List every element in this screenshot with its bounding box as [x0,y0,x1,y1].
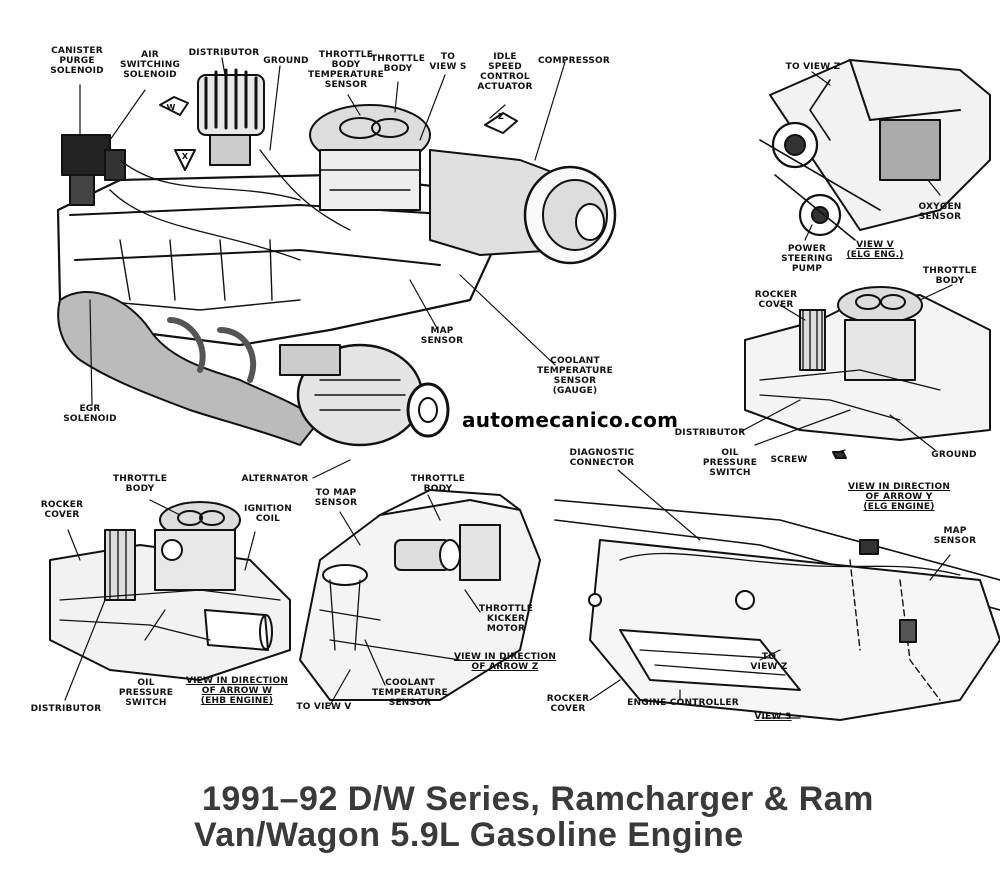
label-throttle-kicker-motor: THROTTLE KICKER MOTOR [478,604,534,634]
label-to-map-sensor: TO MAP SENSOR [314,488,358,508]
arrow-x-marker: X [181,152,189,161]
canister-purge-solenoid-part [61,134,111,176]
label-to-view-z-v: TO VIEW Z [785,62,841,72]
label-coolant-temp-sensor-gauge: COOLANT TEMPERATURE SENSOR (GAUGE) [537,356,613,396]
label-oil-pressure-switch-y: OIL PRESSURE SWITCH [702,448,758,478]
label-idle-speed-control-actuator: IDLE SPEED CONTROL ACTUATOR [477,52,533,92]
label-distributor-w: DISTRIBUTOR [30,704,102,714]
label-oxygen-sensor: OXYGEN SENSOR [918,202,962,222]
label-canister-purge-solenoid: CANISTER PURGE SOLENOID [50,46,104,76]
label-throttle-body-z: THROTTLE BODY [410,474,466,494]
label-screw: SCREW [770,455,808,465]
label-view-v-title: VIEW V (ELG ENG.) [846,240,904,260]
exhaust-manifold [57,290,321,446]
label-rocker-cover-s: ROCKER COVER [546,694,590,714]
label-diagnostic-connector: DIAGNOSTIC CONNECTOR [569,448,635,468]
main-engine-view [56,57,617,479]
distributor-cap [197,74,265,136]
label-ground-main: GROUND [263,56,309,66]
watermark-text: automecanico.com [462,408,679,432]
label-throttle-body-w: THROTTLE BODY [112,474,168,494]
label-power-steering-pump: POWER STEERING PUMP [781,244,833,274]
engine-controller-part [619,629,801,691]
view-z-illustration [299,489,541,706]
label-view-w-title: VIEW IN DIRECTION OF ARROW W (EHB ENGINE… [185,676,289,706]
view-v-illustration [759,59,991,241]
label-air-switching-solenoid: AIR SWITCHING SOLENOID [119,50,181,80]
label-rocker-cover-y: ROCKER COVER [754,290,798,310]
rocker-cover [69,204,461,266]
label-view-s-title: VIEW S [754,712,792,722]
label-map-sensor-main: MAP SENSOR [420,326,464,346]
label-map-sensor-s: MAP SENSOR [933,526,977,546]
label-throttle-body-temp-sensor: THROTTLE BODY TEMPERATURE SENSOR [308,50,384,90]
label-oil-pressure-switch-w: OIL PRESSURE SWITCH [118,678,174,708]
label-compressor: COMPRESSOR [537,56,611,66]
label-distributor-main: DISTRIBUTOR [188,48,260,58]
label-throttle-body-y: THROTTLE BODY [922,266,978,286]
view-s-illustration [554,469,1000,721]
view-w-illustration [49,499,291,701]
label-egr-solenoid: EGR SOLENOID [63,404,117,424]
label-view-z-title: VIEW IN DIRECTION OF ARROW Z [453,652,557,672]
label-distributor-y: DISTRIBUTOR [674,428,746,438]
label-throttle-body-main: THROTTLE BODY [370,54,426,74]
arrow-z-marker: Z [497,112,504,121]
caption-line-1: 1991–92 D/W Series, Ramcharger & Ram [202,780,874,818]
label-rocker-cover-w: ROCKER COVER [40,500,84,520]
label-view-y-title: VIEW IN DIRECTION OF ARROW Y (ELG ENGINE… [847,482,951,512]
label-to-view-s: TO VIEW S [429,52,467,72]
label-alternator: ALTERNATOR [241,474,309,484]
arrow-w-marker: W [166,103,176,112]
label-coolant-temp-sensor-z: COOLANT TEMPERATURE SENSOR [372,678,448,708]
label-ignition-coil: IGNITION COIL [244,504,292,524]
label-ground-y: GROUND [931,450,977,460]
caption-line-2: Van/Wagon 5.9L Gasoline Engine [194,816,744,854]
view-y-illustration [739,284,991,459]
label-to-view-v: TO VIEW V [296,702,352,712]
label-to-view-z-s: TO VIEW Z [750,652,788,672]
label-engine-controller: ENGINE CONTROLLER [627,698,739,708]
ignition-coil-part [204,609,269,651]
